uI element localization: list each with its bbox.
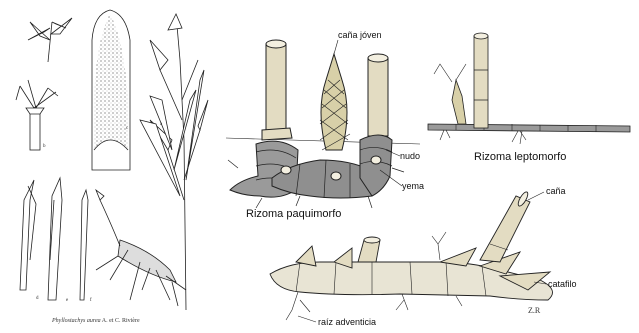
panel-letter-a: a xyxy=(160,122,162,127)
label-yema: yema xyxy=(402,181,424,191)
culm-sheath-sketch xyxy=(92,10,130,170)
label-cana: caña xyxy=(546,186,566,196)
label-rizoma-paquimorfo: Rizoma paquimorfo xyxy=(246,208,341,220)
label-raiz-adventicia: raíz adventicia xyxy=(318,317,376,327)
rhizome-roots-sketch xyxy=(96,190,186,306)
panel-letter-e: e xyxy=(66,298,68,303)
node-detail-sketch xyxy=(16,80,58,150)
leptomorph-rhizome-drawing xyxy=(428,33,630,144)
leafy-twig-sketch xyxy=(28,18,72,62)
panel-letter-c: c xyxy=(126,126,128,131)
spikelet-sketches xyxy=(20,178,88,300)
label-cana-joven: caña jóven xyxy=(338,30,382,40)
label-catafilo: catafilo xyxy=(548,279,577,289)
label-nudo: nudo xyxy=(400,151,420,161)
panel-letter-b: b xyxy=(43,144,46,149)
label-rizoma-leptomorfo: Rizoma leptomorfo xyxy=(474,151,566,163)
artist-signature: Z.R xyxy=(528,306,540,315)
species-caption: Phyllostachys aurea A. et C. Rivière xyxy=(52,318,140,324)
panel-letter-f: f xyxy=(90,298,92,303)
pachymorph-rhizome-drawing xyxy=(226,40,420,208)
caption-species: Phyllostachys aurea xyxy=(52,318,101,324)
left-illustration xyxy=(16,10,208,310)
panel-letter-d: d xyxy=(36,296,39,301)
caption-authors: A. et C. Rivière xyxy=(101,318,140,324)
